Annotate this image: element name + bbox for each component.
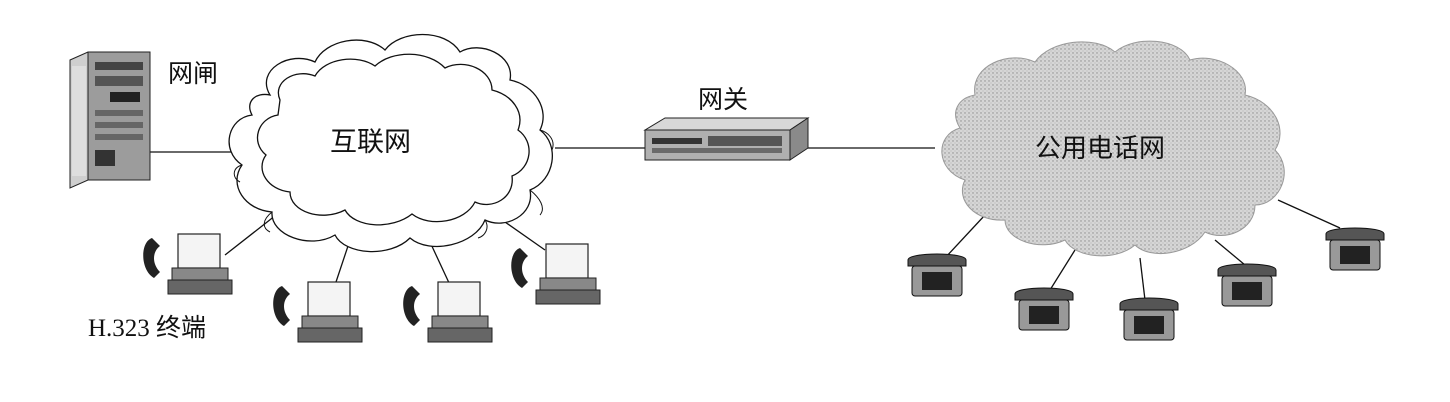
link-phone-2 — [1049, 249, 1076, 291]
gateway-label: 网关 — [698, 85, 749, 114]
telephone-icon — [1014, 287, 1074, 331]
terminal-label: H.323 终端 — [88, 315, 207, 342]
link-phone-1 — [944, 214, 986, 259]
internet-label: 互联网 — [330, 127, 411, 158]
telephone-icon — [1217, 263, 1277, 307]
terminal-icon — [143, 233, 233, 295]
internet-cloud — [228, 33, 554, 253]
terminal-icon — [511, 243, 601, 305]
link-phone-4 — [1214, 239, 1246, 266]
pstn-label: 公用电话网 — [1035, 134, 1166, 164]
link-terminal-2 — [334, 239, 351, 286]
gatekeeper-server-icon — [69, 51, 151, 189]
telephone-icon — [907, 253, 967, 297]
telephone-icon — [1119, 297, 1179, 341]
telephone-icon — [1325, 227, 1385, 271]
gatekeeper-label: 网闸 — [168, 59, 219, 88]
link-phone-5 — [1277, 199, 1341, 229]
link-phone-3 — [1139, 257, 1146, 301]
terminal-icon — [403, 281, 493, 343]
gateway-device-icon — [643, 117, 810, 161]
link-terminal-3 — [429, 241, 451, 286]
pstn-cloud — [941, 40, 1285, 257]
terminal-icon — [273, 281, 363, 343]
